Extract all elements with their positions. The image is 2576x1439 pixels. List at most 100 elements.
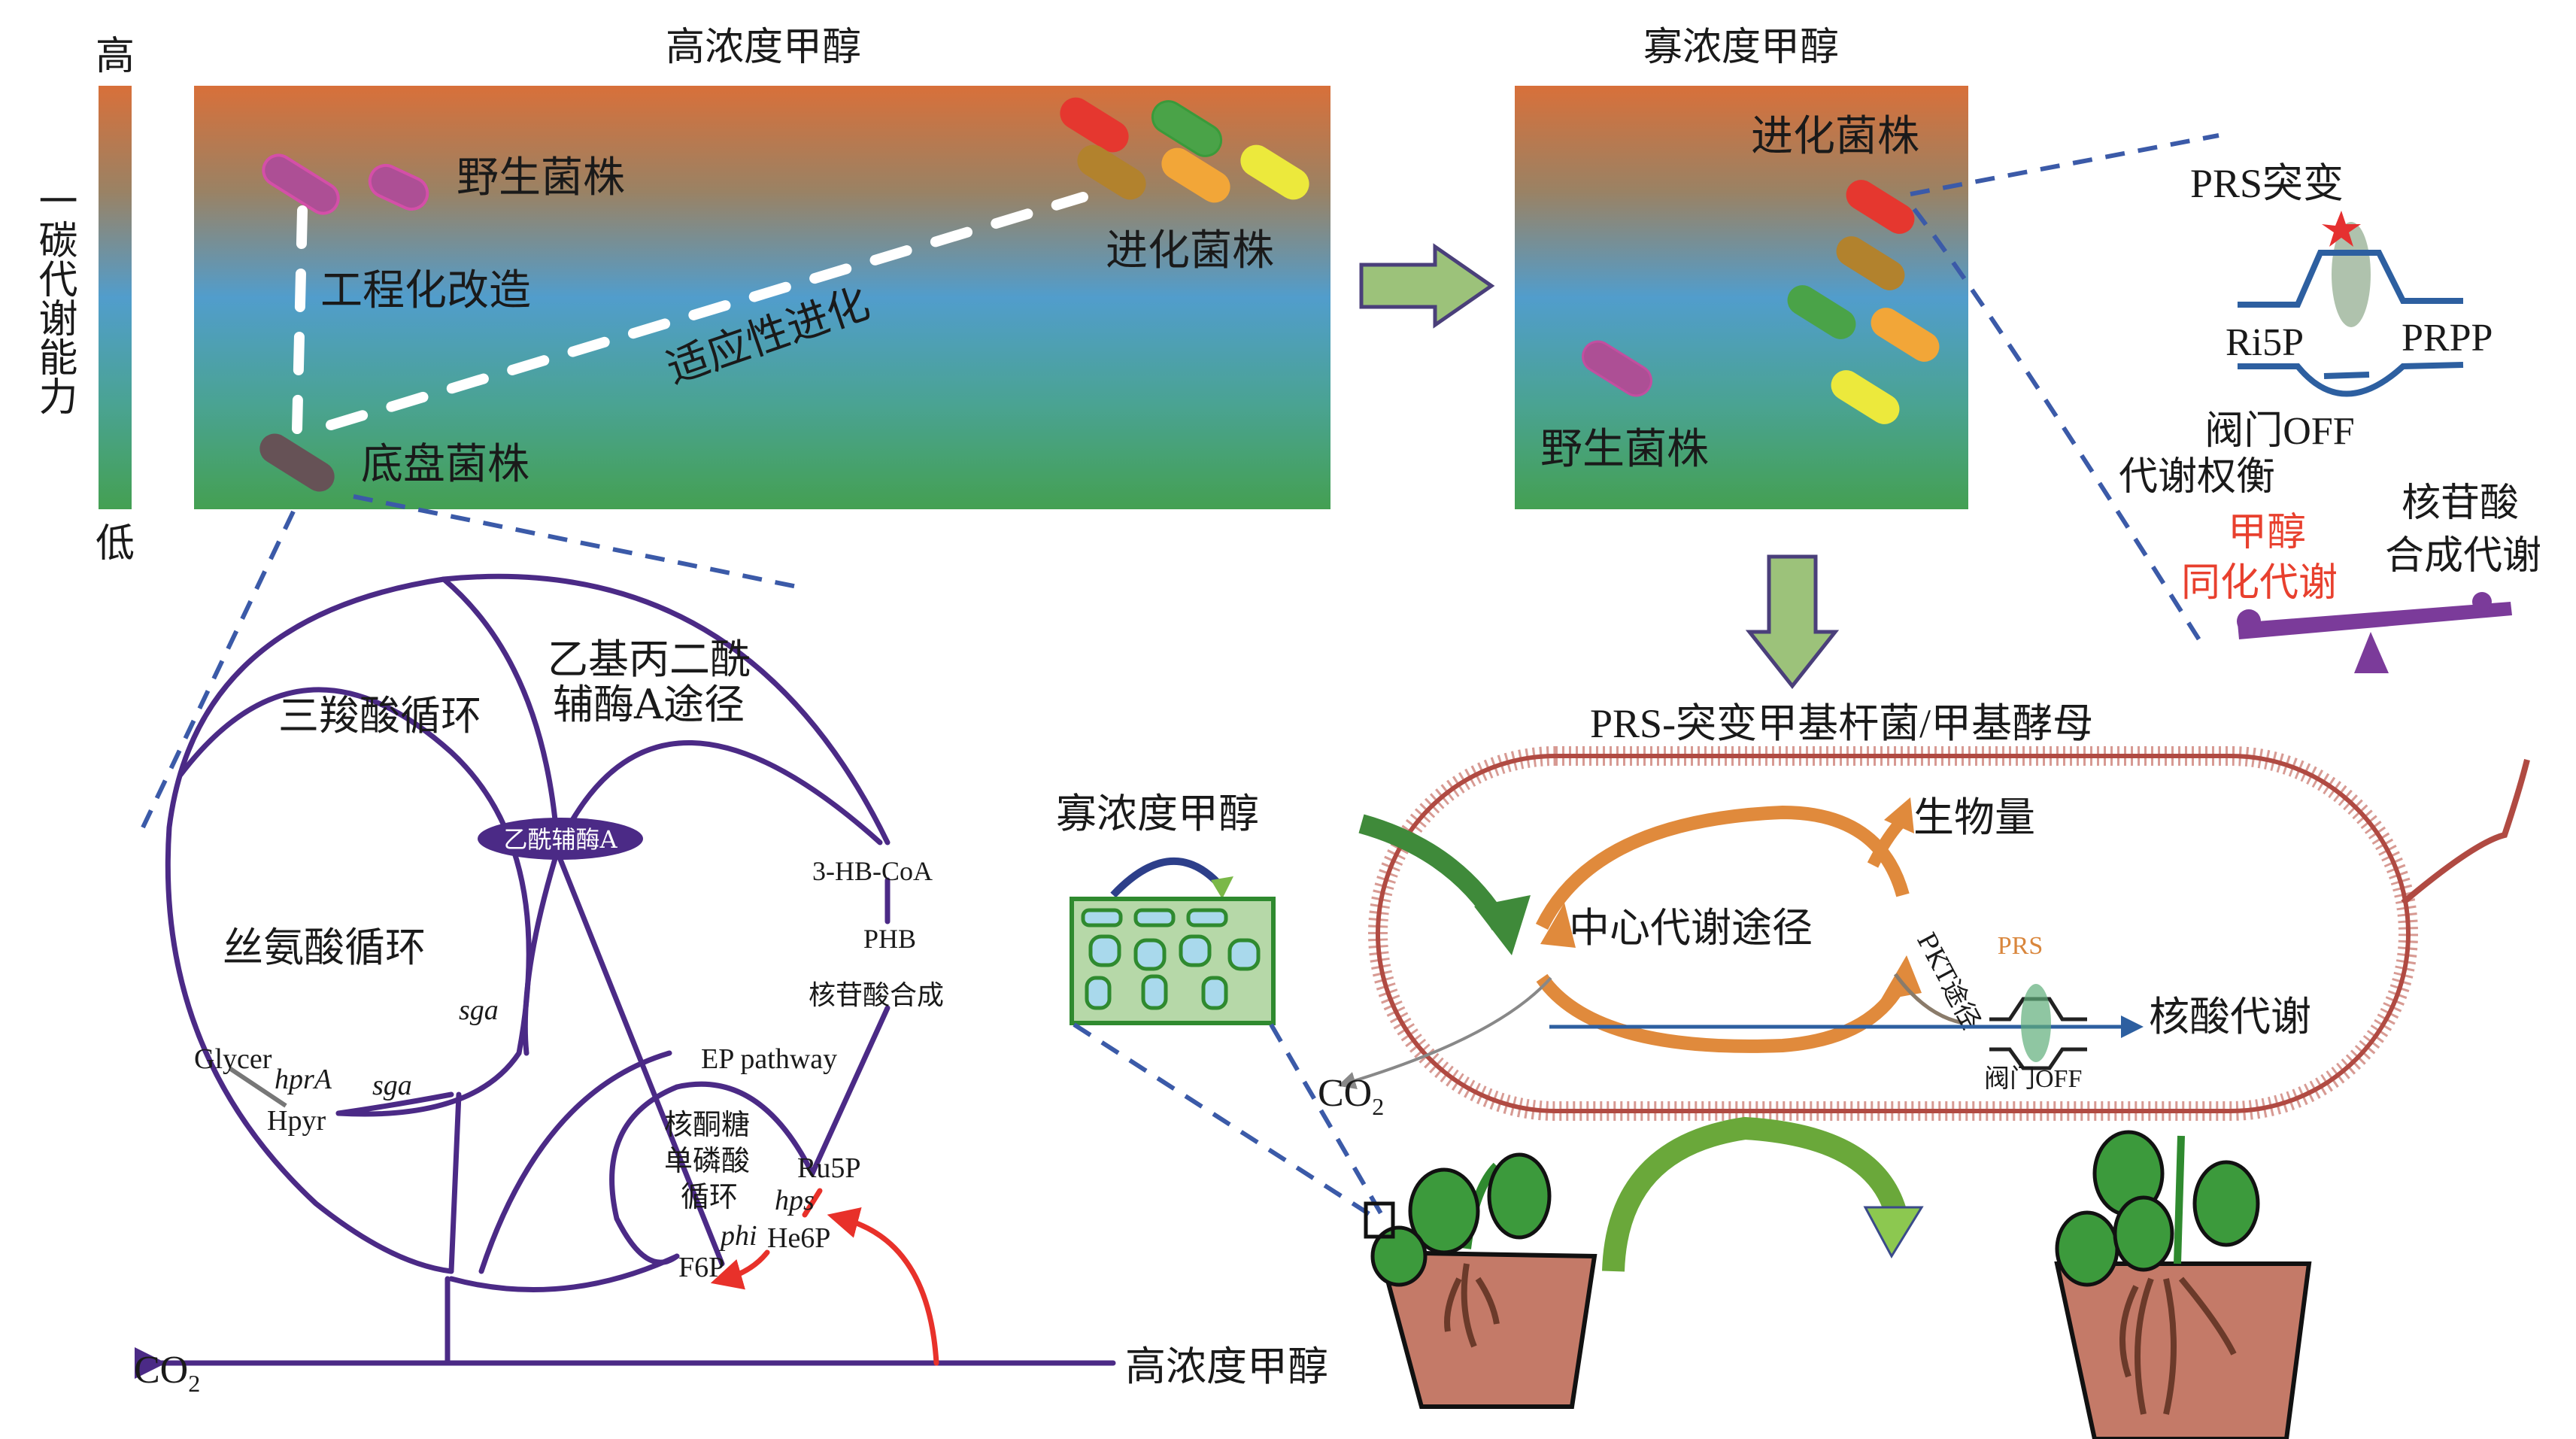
cell-valve-off-label: 阀门OFF <box>1984 1064 2082 1093</box>
capacity-gradient-bar <box>99 86 132 509</box>
flower-pot-right <box>2054 1261 2312 1439</box>
hps-gene-label: hps <box>775 1185 815 1216</box>
prpp-label: PRPP <box>2402 317 2493 360</box>
leaf-cell <box>1179 934 1212 967</box>
cell-prs-enzyme <box>2021 984 2051 1062</box>
leaf-cell <box>1081 908 1123 927</box>
cell-co2-label: CO2 <box>1318 1072 1384 1120</box>
panel-low-methanol: 寡浓度甲醇 进化菌株 野生菌株 <box>1515 25 1968 509</box>
central-loop-arrowhead-left <box>1540 903 1576 948</box>
evolved-strain-cell <box>1846 180 1915 234</box>
leaf-right-3 <box>2192 1160 2260 1247</box>
methanol-assimilation-line1: 甲醇 <box>2228 510 2306 555</box>
growth-arrowhead <box>1863 1206 1924 1259</box>
wild-strain-cell <box>262 153 340 215</box>
cell-prs-label: PRS <box>1998 932 2044 960</box>
valve-off-label: 阀门OFF <box>2204 410 2354 453</box>
acetyl-coa-label: 乙酰辅酶A <box>503 825 617 854</box>
ep-to-trunk-arc <box>478 1050 672 1274</box>
tradeoff-label: 代谢权衡 <box>2119 454 2275 499</box>
phb-label: PHB <box>863 924 916 954</box>
hpra-gene-label: hprA <box>275 1064 332 1095</box>
nucleotide-synthesis-line1: 核苷酸 <box>2402 481 2519 526</box>
leaf-cell <box>1186 908 1228 927</box>
nucleic-metabolism-label: 核酸代谢 <box>2149 993 2311 1040</box>
leaf-right-4 <box>2113 1195 2174 1272</box>
axis-title: 一碳代谢能力 <box>32 181 77 415</box>
rump-label-line1: 核酮糖 <box>664 1108 750 1141</box>
ru5p-to-nucleotide-line <box>809 1005 891 1176</box>
panel-low-title: 寡浓度甲醇 <box>1643 25 1839 70</box>
ru5p-label: Ru5P <box>797 1152 860 1184</box>
panel-high-title: 高浓度甲醇 <box>666 25 861 70</box>
evolved-strain-label: 进化菌株 <box>1106 226 1274 275</box>
cell-membrane-fringe <box>1368 746 2418 1121</box>
rump-label-line3: 循环 <box>681 1180 738 1213</box>
wild-strain-cell <box>368 163 429 211</box>
seesaw-weight-right <box>2472 592 2492 612</box>
leaf-cell <box>1133 908 1176 927</box>
transition-arrow-right <box>1359 243 1495 329</box>
leaf-cell <box>1085 976 1112 1010</box>
leaf-cell <box>1133 938 1167 971</box>
metabolic-capacity-axis: 高 低 一碳代谢能力 <box>32 34 135 566</box>
evolved-strain-cell <box>1077 144 1146 200</box>
pathway-outer-arc <box>165 576 454 1274</box>
nucleotide-synthesis-label: 核苷酸合成 <box>809 980 944 1011</box>
seesaw-weight-left <box>2237 609 2261 633</box>
glycer-hpyr-link <box>228 1066 287 1108</box>
leaf-cycle-arrowhead <box>1211 876 1233 899</box>
plant-roots-left <box>1444 1263 1500 1348</box>
evolved-strain-label-low: 进化菌株 <box>1751 112 1919 161</box>
rump-inner-arc <box>609 1084 680 1265</box>
cell-membrane <box>1376 754 2411 1113</box>
valve-upper-line <box>2238 250 2463 308</box>
leaf-cross-section: 寡浓度甲醇 <box>1056 790 1386 1221</box>
central-metabolism-label: 中心代谢途径 <box>1569 904 1813 952</box>
sga-to-hpyr-line <box>335 1091 454 1116</box>
emc-label-line2: 辅酶A途径 <box>553 681 745 728</box>
evolved-strain-cell <box>1151 100 1223 157</box>
adaptive-evolution-path <box>326 192 1088 430</box>
phi-gene-label: phi <box>718 1220 757 1252</box>
nucleotide-synthesis-line2: 合成代谢 <box>2385 533 2541 578</box>
growth-arrow-stem <box>1602 1116 1907 1272</box>
zoom-line-pathway-right <box>353 494 798 589</box>
evolved-strain-cell <box>1240 144 1309 200</box>
glycer-label: Glycer <box>194 1043 272 1075</box>
methanol-assimilation-line2: 同化代谢 <box>2181 560 2338 606</box>
high-methanol-input-label: 高浓度甲醇 <box>1125 1343 1328 1390</box>
leaf-cell <box>1088 934 1121 967</box>
leaf-left-3 <box>1370 1225 1428 1287</box>
prs-mutation-label: PRS突变 <box>2190 161 2344 206</box>
transition-arrow-down <box>1745 554 1840 690</box>
leaf-low-methanol-label: 寡浓度甲醇 <box>1056 790 1259 837</box>
evolved-strain-cell <box>1871 308 1940 362</box>
plant-before <box>1364 1152 1597 1409</box>
flagellum <box>2401 759 2530 906</box>
tca-cycle-label: 三羧酸循环 <box>278 692 481 739</box>
serine-cycle-label: 丝氨酸循环 <box>223 924 426 971</box>
leaf-sample-box <box>1364 1201 1395 1239</box>
valve-lower-line <box>2238 362 2464 397</box>
serine-down-line <box>448 1091 462 1274</box>
biomass-arrowhead <box>1884 797 1914 833</box>
he6p-to-f6p-red <box>710 1249 770 1290</box>
panel-high-methanol: 高浓度甲醇 野生菌株 工程化改造 底盘菌株 适应性进化 进化菌株 <box>194 25 1330 509</box>
panel-low-background <box>1515 86 1968 509</box>
evolved-strain-cell <box>1161 147 1230 203</box>
mutation-star-icon <box>2322 211 2361 247</box>
zoom-line-pathway-left <box>141 510 296 829</box>
engineering-path <box>292 205 308 434</box>
plant-after <box>2054 1130 2312 1439</box>
methanol-to-ru5p-red <box>827 1207 939 1366</box>
cell-valve-lower <box>1989 1047 2087 1070</box>
flower-pot-left <box>1377 1249 1597 1409</box>
leaf-left-2 <box>1487 1152 1552 1240</box>
biomass-label: 生物量 <box>1913 794 2035 841</box>
hb-coa-label: 3-HB-CoA <box>812 856 933 886</box>
chassis-strain-cell <box>259 433 335 492</box>
evolved-strain-cell <box>1060 97 1129 153</box>
seesaw-beam <box>2238 602 2512 639</box>
